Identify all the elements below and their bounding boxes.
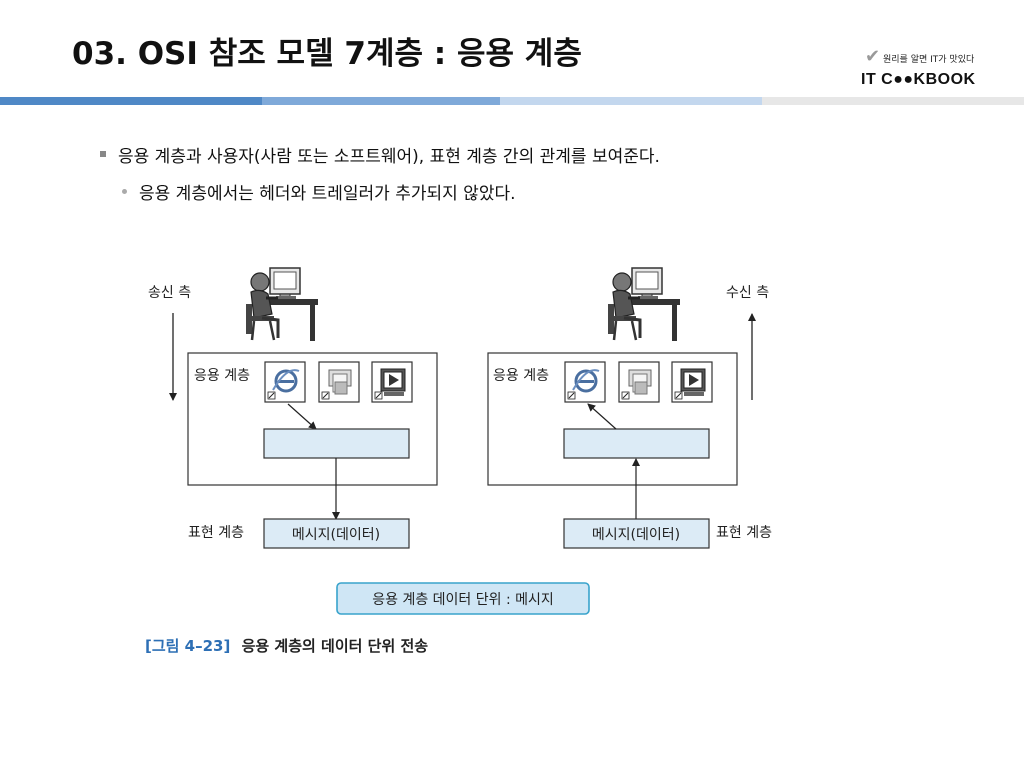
header-rule-segment-2: [262, 97, 500, 105]
slide-title: 03. OSI 참조 모델 7계층 : 응용 계층: [72, 36, 582, 72]
bullet-level-1-text: 응용 계층과 사용자(사람 또는 소프트웨어), 표현 계층 간의 관계를 보여…: [118, 147, 660, 167]
media-player-icon: [371, 361, 413, 403]
browser-icon: [563, 360, 607, 404]
sender-data-box: [263, 428, 410, 459]
bullet-level-2: 응용 계층에서는 헤더와 트레일러가 추가되지 않았다.: [122, 179, 516, 204]
receiver-message-box: [563, 518, 710, 549]
data-unit-box: [336, 582, 590, 615]
bullet-level-2-text: 응용 계층에서는 헤더와 트레일러가 추가되지 않았다.: [139, 184, 516, 204]
receiver-message-label: 메시지(데이터): [592, 527, 680, 543]
it-cookbook-logo: ✔ 원리를 알면 IT가 맛있다 IT C●●KBOOK: [855, 46, 1005, 96]
data-unit-label: 응용 계층 데이터 단위 : 메시지: [372, 592, 554, 608]
media-player-icon: [671, 361, 713, 403]
header-rule-segment-1: [0, 97, 262, 105]
figure-caption-number: [그림 4–23]: [145, 637, 230, 655]
logo-brand: IT C●●KBOOK: [861, 71, 976, 88]
square-bullet-icon: [100, 151, 106, 157]
sender-message-label: 메시지(데이터): [292, 527, 380, 543]
receiver-label: 수신 측: [726, 285, 769, 301]
receiver-data-to-icon-arrow: [587, 403, 617, 430]
logo-tagline: 원리를 알면 IT가 맛있다: [883, 55, 975, 65]
receiver-data-box: [563, 428, 710, 459]
receiver-user-illustration: [606, 266, 682, 343]
sender-label: 송신 측: [148, 285, 191, 301]
sender-presentation-label: 표현 계층: [188, 525, 244, 541]
header-rule-segment-3: [500, 97, 762, 105]
receiver-presentation-label: 표현 계층: [716, 525, 772, 541]
receiver-app-layer-label: 응용 계층: [493, 368, 549, 384]
sender-user-illustration: [244, 266, 320, 343]
sender-message-box: [263, 518, 410, 549]
browser-icon: [263, 360, 307, 404]
figure-caption: [그림 4–23] 응용 계층의 데이터 단위 전송: [145, 637, 428, 655]
printer-icon: [618, 361, 660, 403]
bullet-level-1: 응용 계층과 사용자(사람 또는 소프트웨어), 표현 계층 간의 관계를 보여…: [100, 142, 660, 167]
sender-icon-to-data-arrow: [287, 403, 317, 430]
figure-caption-text: 응용 계층의 데이터 단위 전송: [242, 637, 429, 655]
dot-bullet-icon: [122, 188, 127, 194]
printer-icon: [318, 361, 360, 403]
sender-app-layer-label: 응용 계층: [194, 368, 250, 384]
header-rule-segment-4: [762, 97, 1024, 105]
checkmark-icon: ✔: [865, 46, 881, 67]
